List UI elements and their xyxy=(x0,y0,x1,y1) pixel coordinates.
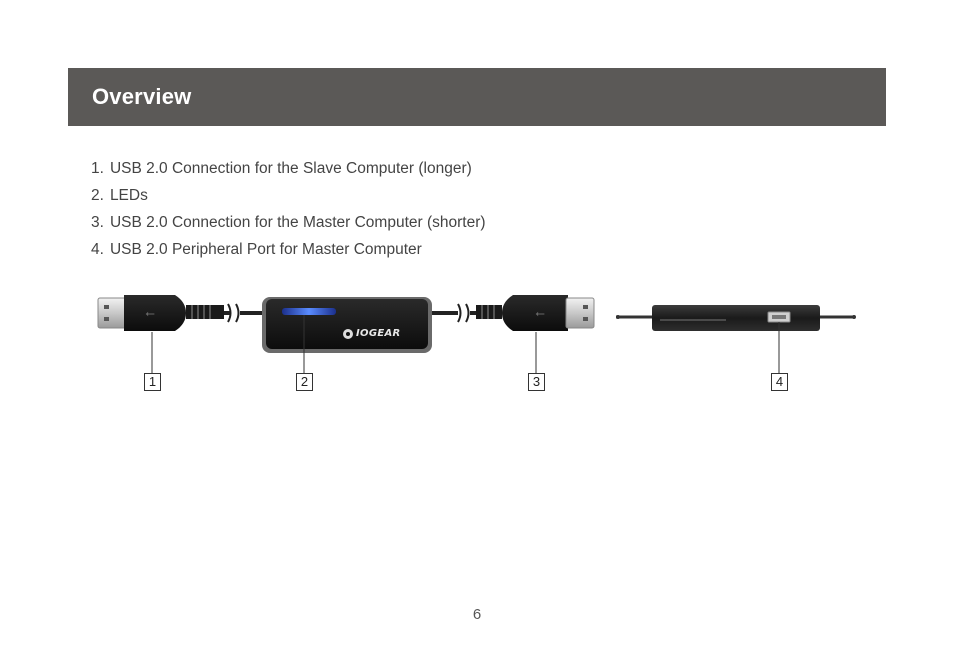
list-item: 2.LEDs xyxy=(91,187,148,204)
list-item: 4.USB 2.0 Peripheral Port for Master Com… xyxy=(91,241,422,258)
callout-leaders xyxy=(151,315,780,373)
callout-2: 2 xyxy=(296,373,313,391)
led-indicator xyxy=(282,308,336,315)
side-view-hub xyxy=(616,305,856,331)
usb-plug-master: ⭠ xyxy=(457,295,595,331)
list-item: 3.USB 2.0 Connection for the Master Comp… xyxy=(91,214,486,231)
brand-logo: IOGEAR xyxy=(356,328,401,339)
cable-illustration: ⭠ xyxy=(97,295,856,373)
callout-4: 4 xyxy=(771,373,788,391)
svg-text:⭠: ⭠ xyxy=(145,306,155,320)
callout-3: 3 xyxy=(528,373,545,391)
page-number: 6 xyxy=(472,606,482,623)
svg-text:⭠: ⭠ xyxy=(535,306,545,320)
section-header: Overview xyxy=(68,68,886,126)
page-title: Overview xyxy=(92,84,192,109)
callout-1: 1 xyxy=(144,373,161,391)
usb-plug-slave: ⭠ xyxy=(97,295,264,331)
product-diagram: ⭠ xyxy=(0,280,954,400)
list-item: 1.USB 2.0 Connection for the Slave Compu… xyxy=(91,160,472,177)
cable-body xyxy=(262,297,458,353)
feature-list: 1.USB 2.0 Connection for the Slave Compu… xyxy=(91,155,486,263)
